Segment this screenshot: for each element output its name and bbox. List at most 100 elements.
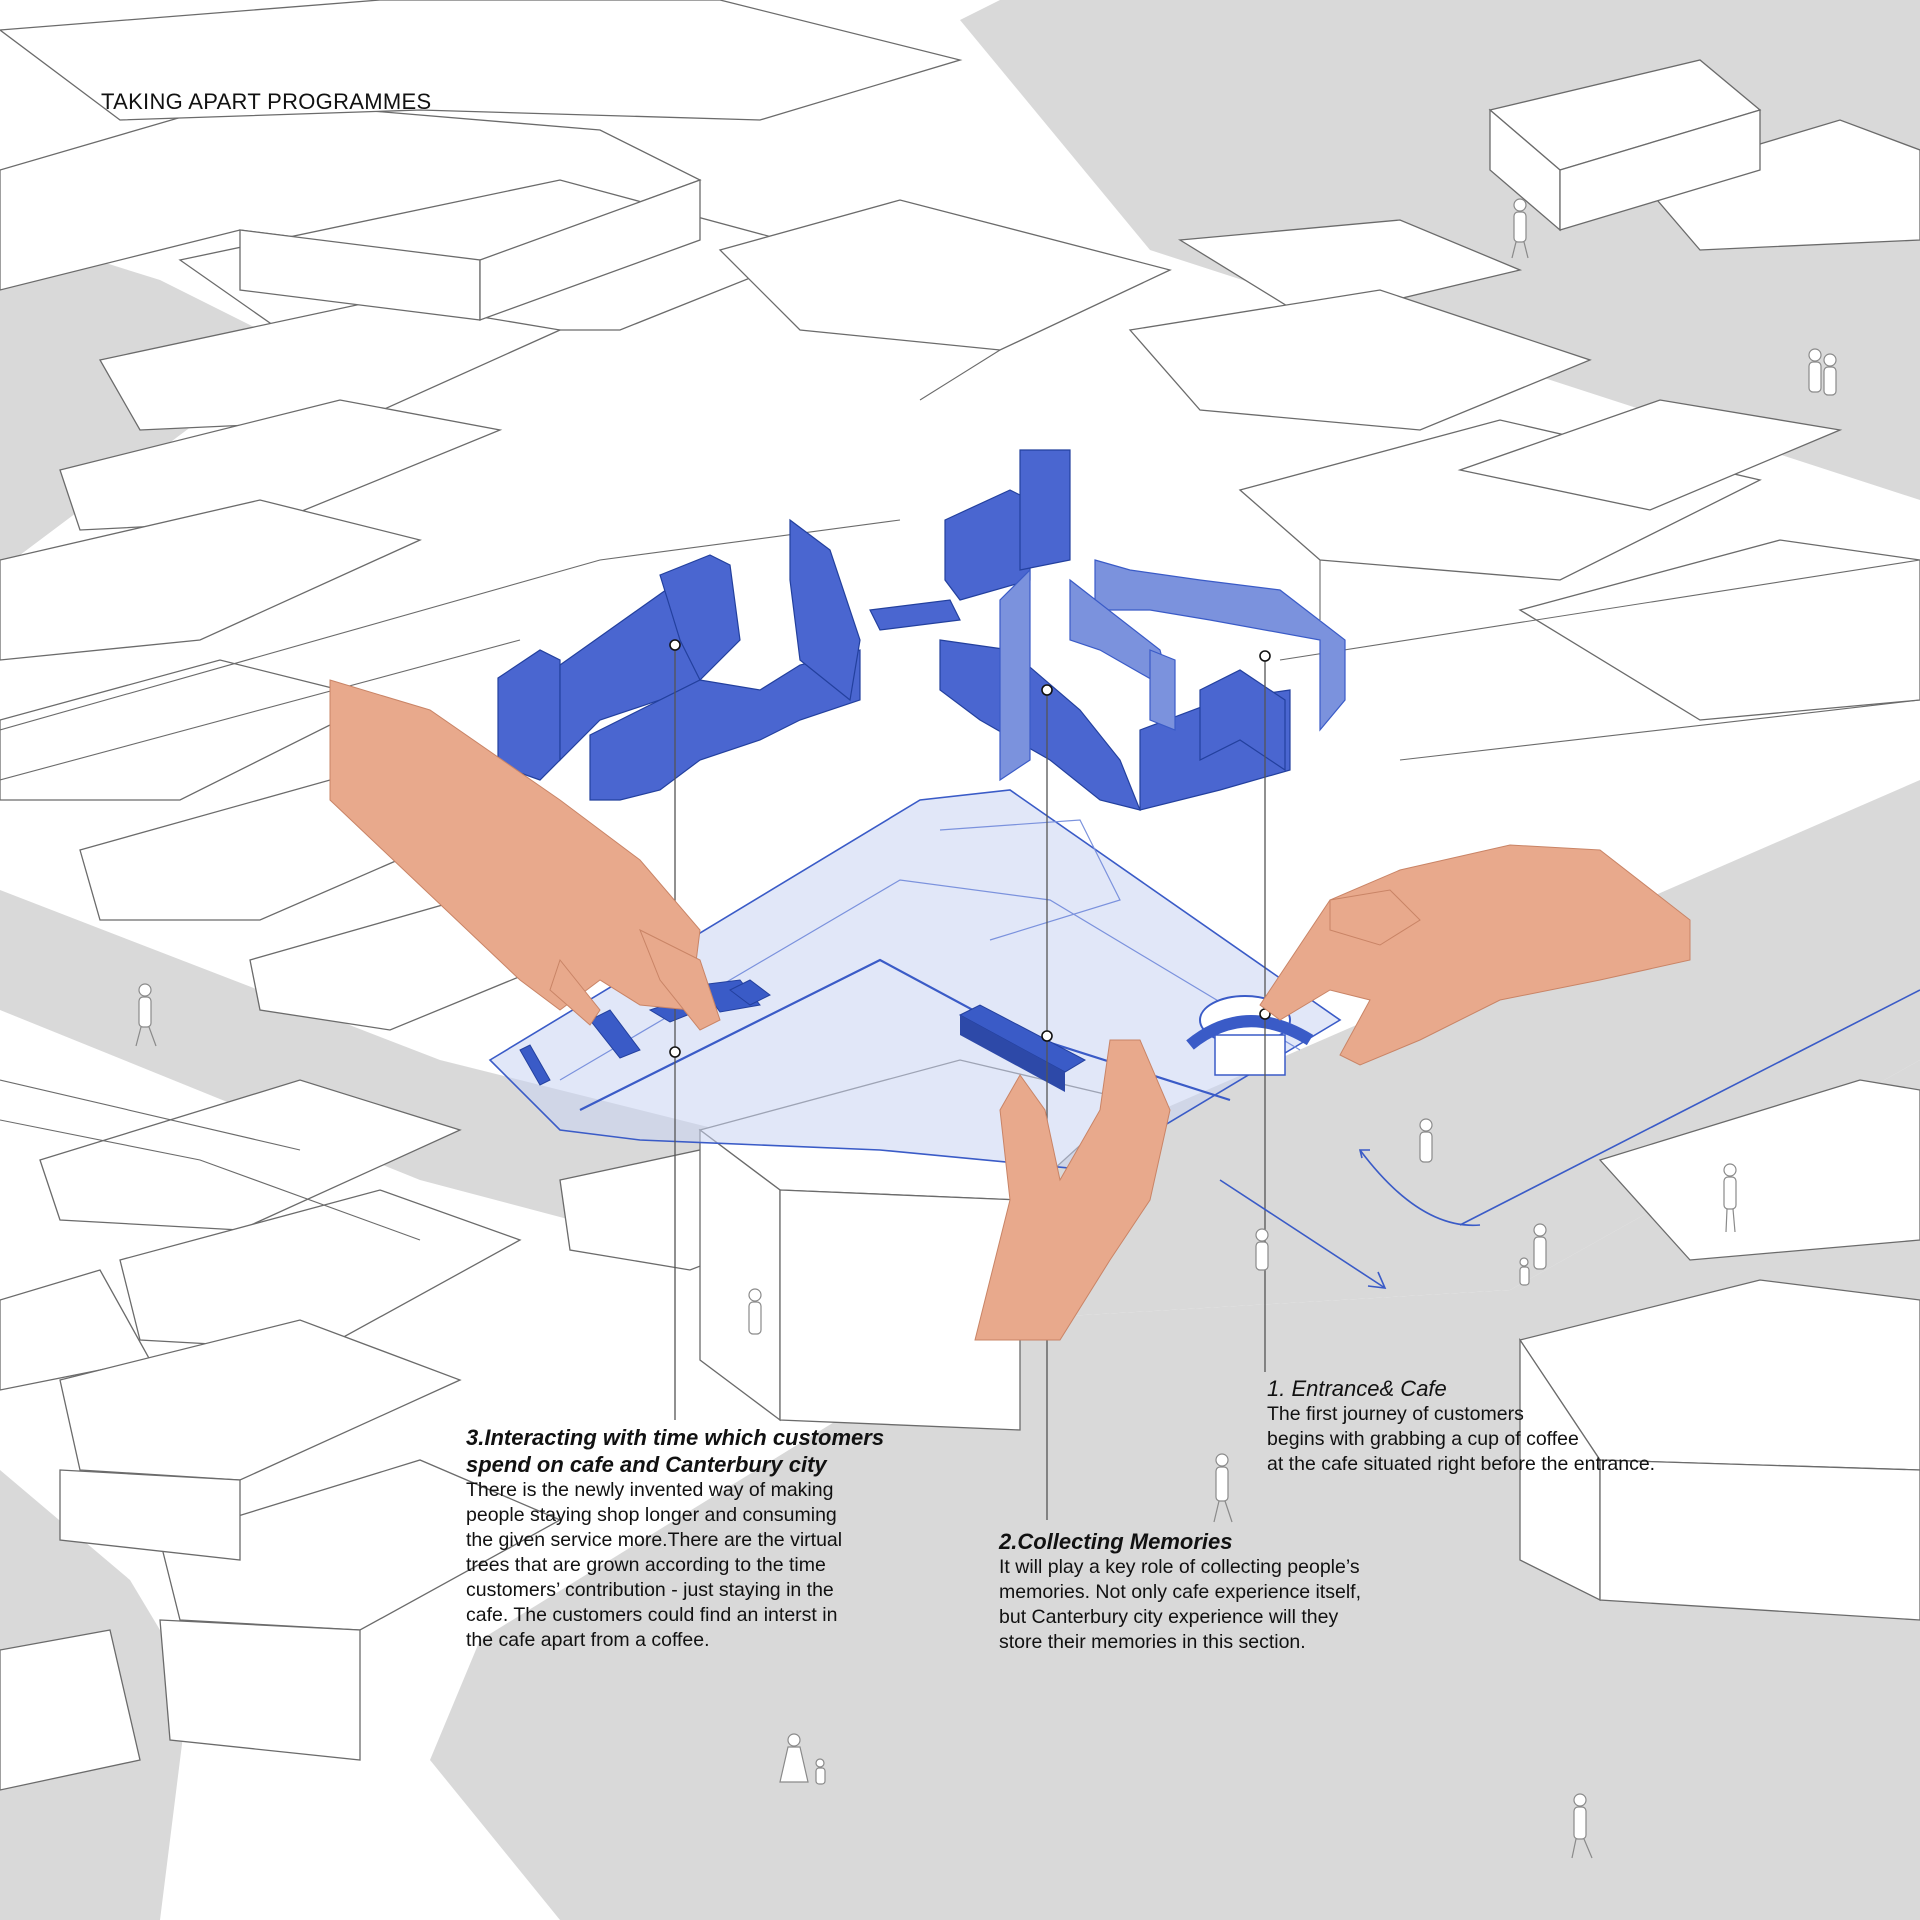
bench-side: [960, 1015, 1065, 1092]
pedestrian-icon: [1419, 1118, 1433, 1163]
building-block: [0, 659, 382, 801]
wall-segment: [1019, 449, 1071, 571]
wall-segment: [789, 518, 861, 702]
annotation-text-line: cafe. The customers could find an inters…: [466, 1604, 838, 1626]
direction-curve: [1359, 1149, 1481, 1227]
building-block: [1177, 219, 1523, 321]
exploded-walls-light: [999, 559, 1346, 782]
annotation-text-line: The first journey of customers: [1267, 1403, 1524, 1425]
annotation-entrance-cafe: 1. Entrance& Cafe The first journey of c…: [1267, 1375, 1887, 1477]
building-edge: [1279, 559, 1920, 661]
hand-icon: [329, 679, 721, 1031]
counter-base: [1214, 1034, 1286, 1076]
annotation-interacting-with-time: 3.Interacting with time which customers …: [466, 1424, 926, 1653]
hand-icon: [1259, 844, 1691, 1066]
virtual-trees: [519, 979, 771, 1086]
building-edges: [0, 349, 1920, 1241]
annotation-text-line: It will play a key role of collecting pe…: [999, 1556, 1360, 1578]
building-block: [0, 1629, 141, 1791]
building-block: [98, 299, 563, 431]
annotation-collecting-memories: 2.Collecting Memories It will play a key…: [999, 1528, 1499, 1655]
building-wall: [1559, 109, 1761, 231]
annotation-text-line: trees that are grown according to the ti…: [466, 1554, 826, 1576]
direction-curve: [1459, 989, 1920, 1226]
leader-dot-icon: [669, 639, 681, 651]
building-block: [1457, 399, 1843, 511]
pedestrian-icon: [1511, 198, 1529, 259]
left-hand-finger: [549, 958, 601, 1026]
building-edge: [919, 349, 1001, 401]
annotation-text-line: people staying shop longer and consuming: [466, 1504, 837, 1526]
memory-bench: [958, 1004, 1087, 1092]
annotation-text-line: There is the newly invented way of makin…: [466, 1479, 834, 1501]
pedestrian-icon: [135, 983, 157, 1047]
building-edge: [1399, 699, 1920, 761]
building-wall: [479, 179, 701, 321]
tree-fin: [589, 1009, 641, 1059]
annotation-title: 3.Interacting with time which customers: [466, 1425, 885, 1450]
wall-segment: [659, 554, 741, 682]
tree-fin: [519, 1044, 551, 1086]
pedestrians: [135, 198, 1837, 1859]
wall-segment: [869, 599, 961, 631]
hand-icon: [974, 1039, 1171, 1341]
exploded-walls: [497, 449, 1291, 811]
wall-segment: [1199, 669, 1286, 772]
annotation-title: 1. Entrance& Cafe: [1267, 1376, 1447, 1401]
annotation-text-line: memories. Not only cafe experience itsel…: [999, 1581, 1361, 1603]
pedestrian-icon: [1519, 1223, 1547, 1286]
leader-dot-icon: [1041, 1030, 1053, 1042]
floor-outline-wall: [559, 879, 1301, 1081]
road-lower-plaza: [430, 1060, 1920, 1920]
annotation-text-line: store their memories in this section.: [999, 1631, 1306, 1653]
left-hand-arm: [329, 679, 701, 1011]
annotation-text-line: at the cafe situated right before the en…: [1267, 1453, 1656, 1475]
cafe-counter: [1186, 995, 1314, 1076]
leader-dot-icon: [669, 1046, 681, 1058]
building-wall: [1599, 1459, 1920, 1621]
tree-fin: [729, 979, 771, 1006]
building-block: [0, 0, 963, 121]
floor-outline-room: [939, 819, 1121, 941]
wall-segment: [999, 568, 1031, 782]
pedestrian-icon: [1723, 1163, 1737, 1233]
annotation-text-line: the cafe apart from a coffee.: [466, 1629, 710, 1651]
annotation-text-line: begins with grabbing a cup of coffee: [1267, 1428, 1579, 1450]
building-block: [39, 1079, 462, 1231]
annotation-text-line: but Canterbury city experience will they: [999, 1606, 1339, 1628]
building-edge: [0, 639, 521, 781]
pedestrian-icon: [1571, 1793, 1593, 1859]
pedestrian-icon: [1213, 1453, 1233, 1523]
leader-dot-icon: [1259, 650, 1271, 662]
right-hand-finger: [1329, 889, 1421, 946]
pedestrian-icon: [779, 1733, 826, 1785]
building-block: [1598, 1079, 1920, 1261]
building-block: [1128, 289, 1592, 431]
building-walls: [59, 108, 1920, 1761]
building-wall: [59, 1469, 241, 1561]
left-hand-finger: [639, 928, 721, 1031]
building-block: [1518, 539, 1920, 721]
building-edge: [0, 1079, 301, 1151]
building-wall: [779, 1189, 1021, 1431]
wall-segment: [939, 639, 1141, 811]
direction-arrow-head: [1358, 1149, 1370, 1159]
page-title: TAKING APART PROGRAMMES: [101, 89, 432, 114]
annotation-title: 2.Collecting Memories: [999, 1529, 1233, 1554]
direction-arrow-head: [1367, 1271, 1387, 1289]
annotation-text-line: customers’ contribution - just staying i…: [466, 1579, 834, 1601]
building-wall: [159, 1619, 361, 1761]
pedestrian-icon: [748, 1288, 762, 1335]
direction-arrows: [1219, 1149, 1387, 1289]
building-block: [159, 1459, 562, 1631]
wall-segment: [497, 649, 561, 781]
center-hand-palm: [974, 1039, 1171, 1341]
direction-arrow-icon: [1219, 1179, 1386, 1289]
wall-segment: [1149, 649, 1176, 731]
wall-segment: [1094, 559, 1346, 732]
hands: [329, 679, 1691, 1341]
leader-dot-icon: [1041, 684, 1053, 696]
building-block: [119, 1189, 522, 1351]
building-block: [1638, 119, 1920, 251]
wall-segment: [589, 649, 861, 801]
